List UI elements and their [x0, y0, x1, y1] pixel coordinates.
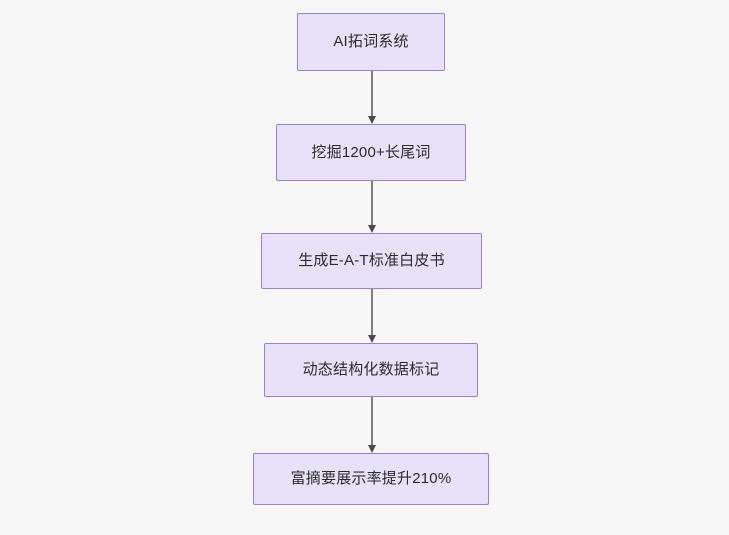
- edge-line: [371, 71, 373, 117]
- arrowhead-icon: [367, 225, 376, 233]
- flow-node-label: 挖掘1200+长尾词: [311, 143, 431, 161]
- flow-node-n4[interactable]: 动态结构化数据标记: [264, 343, 478, 397]
- flow-node-n5[interactable]: 富摘要展示率提升210%: [253, 453, 489, 505]
- flow-node-n2[interactable]: 挖掘1200+长尾词: [276, 124, 466, 181]
- flow-node-n3[interactable]: 生成E-A-T标准白皮书: [261, 233, 482, 289]
- flow-node-label: 动态结构化数据标记: [302, 361, 440, 378]
- edge-line: [371, 397, 373, 446]
- edge-line: [371, 181, 373, 226]
- flow-node-label: AI拓词系统: [333, 33, 409, 50]
- arrowhead-icon: [367, 335, 376, 343]
- arrowhead-icon: [367, 116, 376, 124]
- flow-node-label: 生成E-A-T标准白皮书: [298, 252, 445, 269]
- arrowhead-icon: [367, 445, 376, 453]
- edge-line: [371, 289, 373, 336]
- flow-node-label: 富摘要展示率提升210%: [290, 470, 452, 487]
- flow-node-n1[interactable]: AI拓词系统: [297, 13, 445, 71]
